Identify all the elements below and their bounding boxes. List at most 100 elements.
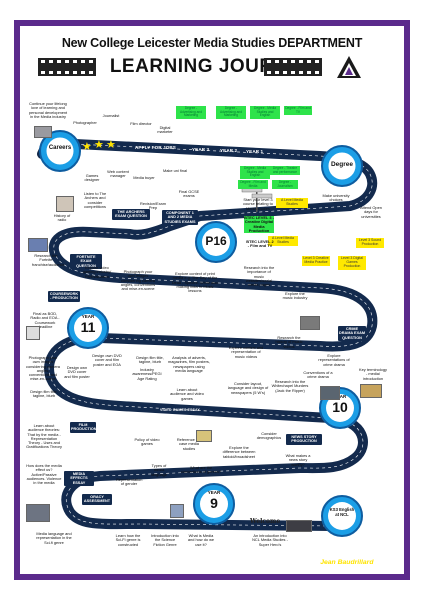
note-btec-level2: BTEC LEVEL 2 - Film and TV bbox=[246, 239, 274, 249]
road-music-exam: MUSIC EXAM QUESTION bbox=[242, 329, 287, 333]
poster-canvas: New College Leicester Media Studies DEPA… bbox=[20, 26, 404, 574]
note-key-terminology: Key terminology - media/ introduction bbox=[359, 367, 387, 381]
note-industry: Industry awareness/PEGI Age Rating bbox=[132, 367, 162, 381]
quote-author: Jean Baudrillard bbox=[320, 559, 374, 566]
terminology-thumbnail bbox=[360, 384, 382, 398]
note-research-history-music: Research the history of music videos bbox=[275, 335, 303, 349]
note-design-dvd: Design own DVD cover and film poster and… bbox=[92, 353, 122, 367]
note-start-level3: Start your level 3 course relating to Me… bbox=[243, 197, 273, 211]
note-design-film-title: Design film title, tagline, blurb bbox=[30, 389, 58, 399]
note-media-language-sci: Media language and representation in the… bbox=[36, 531, 72, 545]
note-explore-print: Explore context of print media e.g. The … bbox=[171, 271, 219, 294]
year9-number: 9 bbox=[210, 495, 218, 511]
note-film-director: Film director bbox=[130, 121, 152, 126]
green-box: Degree - Theatre and performance bbox=[270, 166, 300, 176]
note-conventions-genres: What are the conventions of genres? bbox=[180, 465, 222, 475]
note-web-content: Web content manager bbox=[107, 169, 129, 179]
crime-drama-label: CRIME DRAMA EXAM QUESTION bbox=[338, 326, 366, 341]
archers-exam-label: THE ARCHERS EXAM QUESTION bbox=[112, 209, 150, 220]
note-open-days: Attend Open days for universities bbox=[360, 205, 382, 219]
note-games-designer: Games designer bbox=[84, 173, 100, 183]
note-digital-marketer: Digital marketer bbox=[157, 125, 173, 135]
superhero-thumbnail bbox=[286, 520, 312, 532]
music-thumbnail bbox=[300, 316, 320, 330]
film-strip-right bbox=[264, 58, 322, 76]
note-what-makes-news: What makes a news story worthy? bbox=[285, 453, 311, 467]
green-box: Degree - Media Studies and English bbox=[240, 166, 270, 179]
road-video-games: VIDEO GAMES ESSAY bbox=[160, 408, 200, 412]
green-box: Degree - Advertising and Marketing bbox=[176, 106, 206, 119]
note-explore-reps: Explore representations of crime drama bbox=[318, 353, 350, 367]
note-listen-archers: Listen to The Archers and consider compe… bbox=[83, 191, 107, 209]
note-photographer: Photographer bbox=[73, 120, 97, 125]
note-explore-context-music: Explore context and representation of mu… bbox=[228, 345, 264, 359]
yellow-box: Level 3 Sound Production bbox=[356, 238, 384, 248]
yellow-box: A Level Media Studies bbox=[268, 236, 298, 246]
college-logo-icon bbox=[337, 56, 361, 78]
career-thumbnail bbox=[34, 126, 52, 138]
note-representation-gender: Representation of gender bbox=[116, 477, 143, 487]
gender-thumbnail bbox=[170, 504, 184, 518]
fortnite-exam-label: FORTNITE EXAM QUESTION bbox=[70, 254, 102, 269]
yellow-box: Level 3 Digital Games Production bbox=[338, 256, 366, 270]
road-coursework: COURSEWORK - PRODUCTION bbox=[130, 326, 187, 330]
component-exams-label: COMPONENT 1 AND 2 MEDIA STUDIES EXAMS bbox=[162, 210, 198, 225]
star-icon: ★ bbox=[106, 139, 116, 151]
news-story-label: NEWS STORY PRODUCTION bbox=[286, 434, 322, 445]
game-thumbnail bbox=[196, 430, 212, 442]
road-print-media: PRINT MEDIA EXAM QUESTION bbox=[172, 326, 229, 330]
note-lifelong: Continue your lifelong love of learning … bbox=[28, 101, 68, 119]
note-media-buyer: Media buyer bbox=[133, 175, 155, 180]
degree-milestone: Degree bbox=[330, 161, 354, 168]
green-box: Degree - Advertising and Marketing bbox=[216, 106, 246, 119]
year11-number: 11 bbox=[80, 319, 96, 335]
note-analysis-adverts: Analysis of adverts, magazines, film pos… bbox=[168, 355, 210, 373]
green-box: Degree - Media Studies and English bbox=[250, 106, 280, 119]
page-title: LEARNING JOURNEY bbox=[109, 56, 315, 77]
note-make-uni-final: Make uni final bbox=[162, 168, 187, 173]
p16-milestone: P16 bbox=[205, 234, 227, 248]
crime-thumbnail bbox=[320, 386, 340, 400]
year10-number: 10 bbox=[332, 399, 348, 415]
note-types-media: Types of media language bbox=[150, 463, 167, 477]
green-box: Degree - Film and Media bbox=[238, 180, 268, 190]
quote-text: “The media represents world that is more… bbox=[50, 559, 319, 566]
note-final-gcse: Final GCSE exams bbox=[178, 189, 200, 199]
road-year1-right: YEAR 1 bbox=[274, 216, 292, 221]
note-history-radio: History of radio bbox=[53, 213, 71, 223]
note-consider-layout: Consider layout, language and design of … bbox=[227, 381, 269, 395]
year9-label: YEAR bbox=[207, 490, 221, 495]
note-policy-games: Policy of video games bbox=[134, 437, 160, 447]
scifi-thumbnail bbox=[26, 504, 50, 522]
welcome-sign: Welcome bbox=[250, 518, 281, 525]
note-intro-scifi: Introduction into the Science Fiction Ge… bbox=[151, 533, 179, 547]
ks3-milestone: KS3 English at NCL bbox=[329, 507, 355, 517]
note-journalist: Journalist bbox=[102, 113, 120, 118]
year11-label: YEAR bbox=[81, 314, 95, 319]
note-learn-audience: Learn about audience theories: That by t… bbox=[26, 423, 62, 450]
road-year3: YEAR 3 bbox=[192, 147, 210, 152]
road-year2-right: YEAR 2 bbox=[342, 221, 360, 226]
yellow-box: A Level Media Studies bbox=[276, 198, 308, 208]
note-photograph-own: Photograph your own images considering c… bbox=[26, 355, 60, 382]
note-btec-level3: BTEC LEVEL 3 - Creative Digital Media Pr… bbox=[244, 215, 274, 234]
footer-quote: “The media represents world that is more… bbox=[14, 559, 410, 567]
green-box: Degree - Film and TV bbox=[284, 106, 312, 116]
note-intro-ncl: An introduction into NCL Media Studies -… bbox=[252, 533, 288, 547]
note-revision: Revision/Exam Prep bbox=[140, 201, 166, 211]
note-research-fortnite: Research the Fortnite franchise/audience bbox=[32, 253, 65, 267]
note-final-bs: Final as BOD, Radio and EOA - Coursework… bbox=[30, 311, 60, 329]
star-icon: ★ bbox=[82, 141, 92, 153]
note-explore-music-industry: Explore the music industry bbox=[282, 291, 308, 301]
coursework-thumbnail bbox=[26, 326, 40, 340]
note-design-titles: Design film title, tagline, blurb bbox=[136, 355, 164, 365]
note-research-whitechapel: Research into the Whitechapel Murders (J… bbox=[271, 379, 309, 393]
note-learn-scifi: Learn how the Sci-Fi genre is constructe… bbox=[115, 533, 141, 547]
road-apply-jobs: APPLY FOR JOBS bbox=[135, 145, 176, 150]
note-photograph-images: Photograph your own images considering c… bbox=[120, 269, 156, 292]
radio-thumbnail bbox=[56, 196, 74, 212]
yellow-box: Level 3 Creative Media Practice bbox=[302, 256, 330, 266]
note-what-media: What is Media and how do we use it? bbox=[187, 533, 215, 547]
journey-road bbox=[37, 130, 378, 537]
green-box: Degree - Journalism bbox=[272, 180, 298, 190]
